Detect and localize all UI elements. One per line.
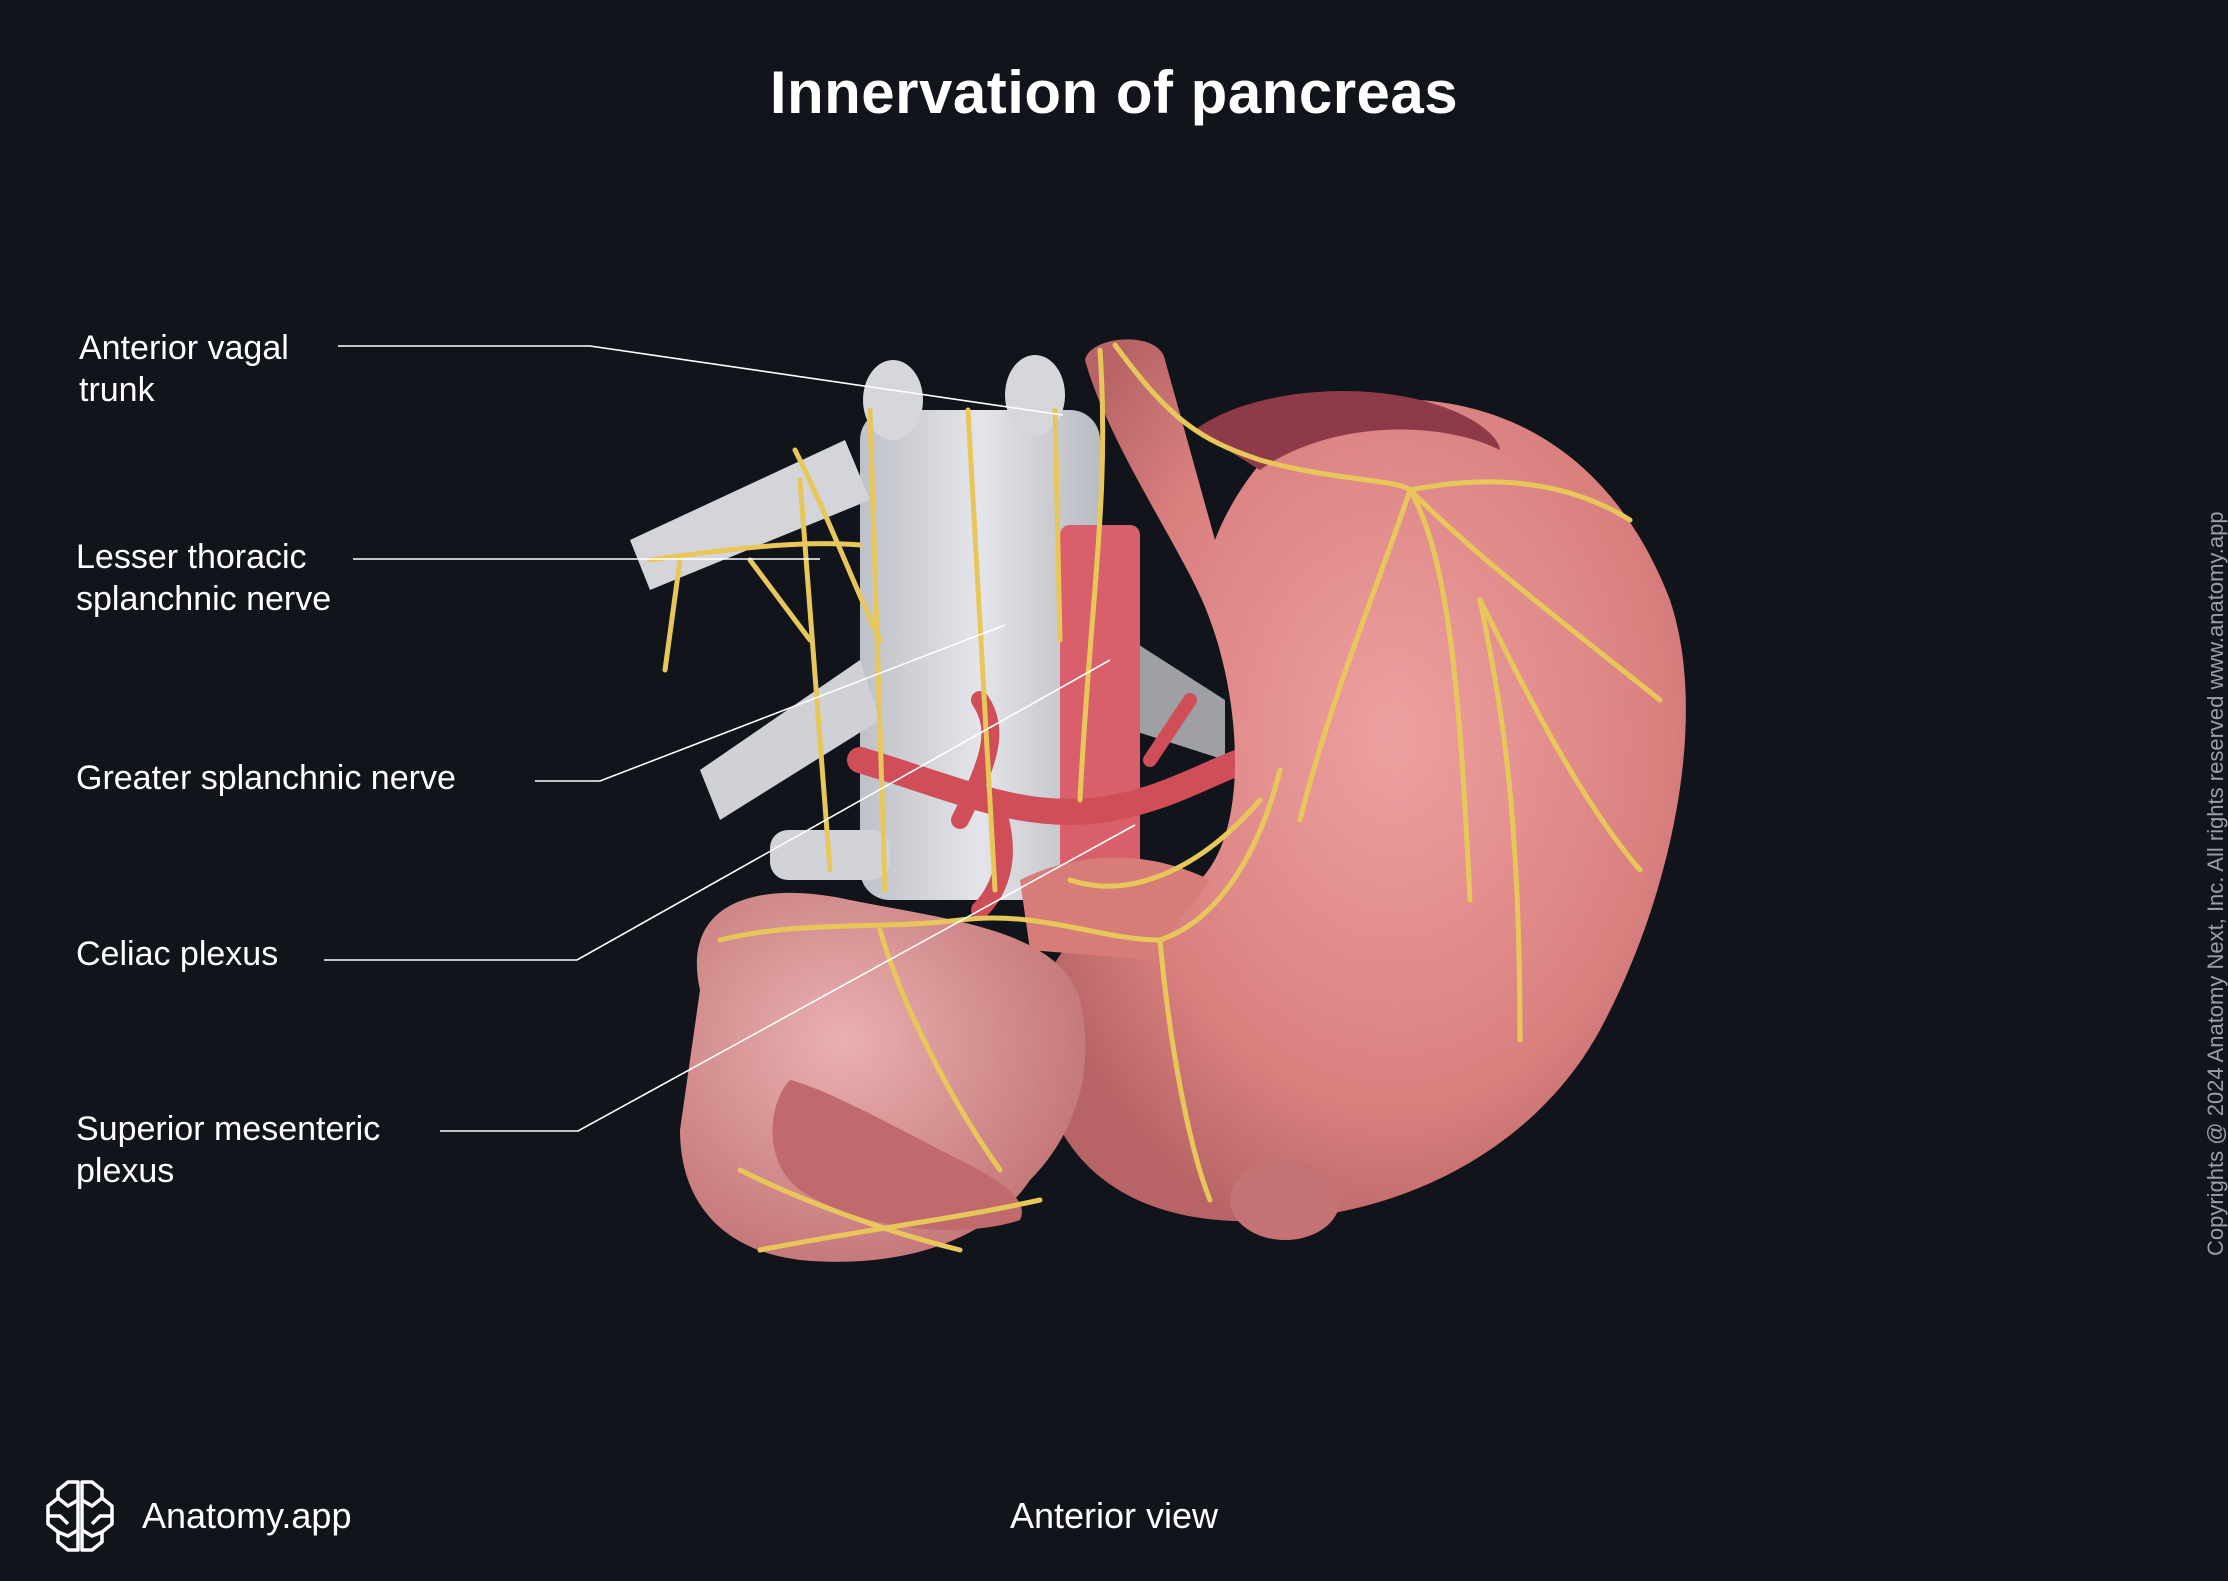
brand-name: Anatomy.app bbox=[142, 1495, 352, 1536]
label-superior-mesenteric-plexus: Superior mesenteric plexus bbox=[76, 1108, 380, 1192]
label-line: splanchnic nerve bbox=[76, 580, 332, 618]
label-line: Anterior vagal bbox=[79, 329, 289, 367]
label-line: trunk bbox=[79, 371, 155, 409]
nerves bbox=[647, 342, 1663, 1253]
brand-logo: Anatomy.app bbox=[40, 1476, 351, 1556]
label-line: plexus bbox=[76, 1152, 175, 1190]
leader-line-celiac-plexus bbox=[324, 659, 1111, 961]
label-line: Lesser thoracic bbox=[76, 538, 307, 576]
label-line: Celiac plexus bbox=[76, 935, 279, 973]
duodenum bbox=[680, 857, 1210, 1262]
label-lesser-thoracic-splanchnic-nerve: Lesser thoracic splanchnic nerve bbox=[76, 536, 331, 620]
leader-line-greater-splanchnic bbox=[535, 624, 1006, 782]
copyright-notice: Copyrights @ 2024 Anatomy Next, Inc. All… bbox=[2203, 511, 2228, 1256]
leader-line-anterior-vagal-trunk bbox=[338, 345, 1064, 416]
label-line: Superior mesenteric bbox=[76, 1110, 381, 1148]
page-title: Innervation of pancreas bbox=[769, 59, 1459, 126]
label-celiac-plexus: Celiac plexus bbox=[76, 933, 278, 975]
label-anterior-vagal-trunk: Anterior vagal trunk bbox=[79, 327, 289, 411]
leader-lines bbox=[324, 345, 1136, 1132]
label-greater-splanchnic-nerve: Greater splanchnic nerve bbox=[76, 757, 456, 799]
label-line: Greater splanchnic nerve bbox=[76, 759, 456, 797]
brain-icon bbox=[46, 1480, 114, 1552]
stomach bbox=[1036, 339, 1686, 1240]
leader-line-superior-mesenteric bbox=[440, 824, 1136, 1132]
view-label: Anterior view bbox=[1009, 1495, 1219, 1536]
